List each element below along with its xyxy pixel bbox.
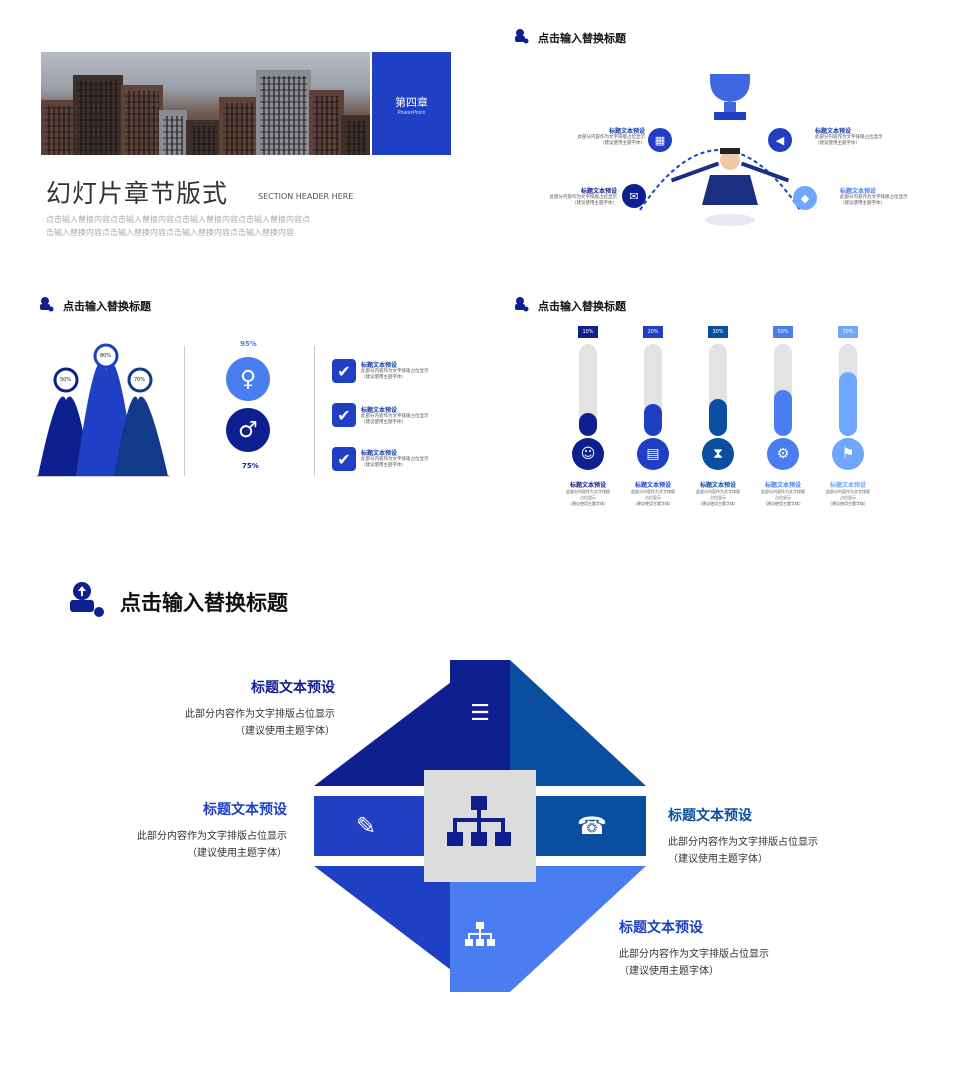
chapter-sub: PowerPoint xyxy=(397,110,426,116)
bar-desc: 占位显示 xyxy=(645,495,661,500)
divider xyxy=(314,346,315,476)
section-subtitle: SECTION HEADER HERE xyxy=(258,192,354,201)
bar-desc: （建议使用主题字体） xyxy=(633,501,673,506)
section-body-1: 点击输入替换内容点击输入替换内容点击输入替换内容点击输入替换内容点 xyxy=(46,215,310,224)
bar-desc: 占位显示 xyxy=(840,495,856,500)
female-pct: 95% xyxy=(240,340,257,348)
bar-title: 标题文本预设 xyxy=(829,482,866,489)
bar-icon: ☺ xyxy=(572,438,604,470)
bar-fill xyxy=(579,413,597,436)
progress-bars: 10%☺标题文本预设此部分内容作为文字排版占位显示（建议使用主题字体）20%▤标… xyxy=(560,326,880,516)
bar-icon: ▤ xyxy=(637,438,669,470)
s5-item-1: 标题文本预设 此部分内容作为文字排版占位显示 （建议使用主题字体） xyxy=(185,680,335,737)
pct-badge: 70% xyxy=(838,326,858,338)
calendar-icon: ▦ xyxy=(648,128,672,152)
edit-icon: ✎ xyxy=(355,812,377,840)
sitemap-icon xyxy=(460,918,500,952)
slide4-header: 点击输入替换标题 xyxy=(538,300,626,313)
header-icon xyxy=(67,581,105,619)
bar-desc: （建议使用主题字体） xyxy=(763,501,803,506)
bar-title: 标题文本预设 xyxy=(699,482,736,489)
bar-desc: （建议使用主题字体） xyxy=(568,501,608,506)
diamond-diagram xyxy=(314,660,646,992)
s5-item-4: 标题文本预设 此部分内容作为文字排版占位显示 （建议使用主题字体） xyxy=(619,920,769,977)
peak-chart xyxy=(36,343,170,477)
slide2-header: 点击输入替换标题 xyxy=(538,32,626,45)
check-icon: ✔ xyxy=(332,447,356,471)
bar-desc: 此部分内容作为文字排版 xyxy=(566,489,610,494)
city-photo xyxy=(41,52,370,155)
chapter-box: 第四章 PowerPoint xyxy=(372,52,451,155)
check-icon: ✔ xyxy=(332,403,356,427)
check-icon: ✔ xyxy=(332,359,356,383)
bar-desc: 此部分内容作为文字排版 xyxy=(826,489,870,494)
slide3-header: 点击输入替换标题 xyxy=(63,300,151,313)
bar-title: 标题文本预设 xyxy=(764,482,801,489)
bar-icon: ⧗ xyxy=(702,438,734,470)
s3-item-1: 标题文本预设 此部分内容作为文字排版占位显示 （建议使用主题字体） xyxy=(361,362,429,380)
bar-track xyxy=(644,344,662,436)
bar-desc: 占位显示 xyxy=(580,495,596,500)
bar-column: 50% ⚙ 标题文本预设此部分内容作为文字排版占位显示（建议使用主题字体） xyxy=(755,326,815,516)
header-icon xyxy=(513,28,529,44)
s5-item-3: 标题文本预设 此部分内容作为文字排版占位显示 （建议使用主题字体） xyxy=(668,808,818,865)
bar-desc: （建议使用主题字体） xyxy=(698,501,738,506)
s3-item-3: 标题文本预设 此部分内容作为文字排版占位显示 （建议使用主题字体） xyxy=(361,450,429,468)
male-pct: 75% xyxy=(242,462,259,470)
server-icon: ☰ xyxy=(470,700,490,726)
s5-item-2: 标题文本预设 此部分内容作为文字排版占位显示 （建议使用主题字体） xyxy=(137,802,287,859)
bar-column: 30% ⧗ 标题文本预设此部分内容作为文字排版占位显示（建议使用主题字体） xyxy=(690,326,750,516)
bar-fill xyxy=(644,403,662,436)
s2-item-2: 标题文本预设 此部分内容作为文字排版占位显示 （建议使用主题字体） xyxy=(549,188,618,206)
bar-fill xyxy=(839,371,857,436)
pct-badge: 10% xyxy=(578,326,598,338)
bar-desc: （建议使用主题字体） xyxy=(828,501,868,506)
bar-desc: 此部分内容作为文字排版 xyxy=(631,489,675,494)
phone-icon: ☎ xyxy=(577,812,607,840)
male-icon: ♂ xyxy=(226,408,270,452)
mail-icon: ✉ xyxy=(622,184,646,208)
bar-fill xyxy=(709,399,727,436)
bar-icon: ⚙ xyxy=(767,438,799,470)
hierarchy-icon xyxy=(444,794,514,854)
bar-track xyxy=(774,344,792,436)
peak-label-1: 50% xyxy=(60,377,72,383)
peak-label-2: 80% xyxy=(100,353,112,359)
bar-fill xyxy=(774,390,792,436)
peak-label-3: 70% xyxy=(134,377,146,383)
slide5-header: 点击输入替换标题 xyxy=(120,591,288,615)
tag-icon: ◆ xyxy=(793,186,817,210)
arc-diagram xyxy=(639,74,801,226)
megaphone-icon: ◀ xyxy=(768,128,792,152)
pct-badge: 20% xyxy=(643,326,663,338)
s2-item-3: 标题文本预设 此部分内容作为文字排版占位显示 （建议使用主题字体） xyxy=(815,128,883,146)
bar-title: 标题文本预设 xyxy=(634,482,671,489)
bar-desc: 占位显示 xyxy=(710,495,726,500)
bar-icon: ⚑ xyxy=(832,438,864,470)
female-icon: ♀ xyxy=(226,357,270,401)
bar-track xyxy=(579,344,597,436)
header-icon xyxy=(38,296,54,312)
section-title: 幻灯片章节版式 xyxy=(46,179,229,208)
bar-track xyxy=(709,344,727,436)
s2-item-1: 标题文本预设 此部分内容作为文字排版占位显示 （建议使用主题字体） xyxy=(577,128,646,146)
bar-desc: 占位显示 xyxy=(775,495,791,500)
divider xyxy=(184,346,185,476)
s3-item-2: 标题文本预设 此部分内容作为文字排版占位显示 （建议使用主题字体） xyxy=(361,407,429,425)
header-icon xyxy=(513,296,529,312)
bar-title: 标题文本预设 xyxy=(569,482,606,489)
pct-badge: 50% xyxy=(773,326,793,338)
chapter-label: 第四章 xyxy=(395,96,428,109)
bar-column: 20% ▤ 标题文本预设此部分内容作为文字排版占位显示（建议使用主题字体） xyxy=(625,326,685,516)
bar-column: 10% ☺ 标题文本预设此部分内容作为文字排版占位显示（建议使用主题字体） xyxy=(560,326,620,516)
pct-badge: 30% xyxy=(708,326,728,338)
bar-desc: 此部分内容作为文字排版 xyxy=(761,489,805,494)
bar-track xyxy=(839,344,857,436)
bar-column: 70% ⚑ 标题文本预设此部分内容作为文字排版占位显示（建议使用主题字体） xyxy=(820,326,880,516)
section-body-2: 击输入替换内容点击输入替换内容点击输入替换内容点击输入替换内容 xyxy=(46,228,294,237)
bar-desc: 此部分内容作为文字排版 xyxy=(696,489,740,494)
s2-item-4: 标题文本预设 此部分内容作为文字排版占位显示 （建议使用主题字体） xyxy=(840,188,908,206)
